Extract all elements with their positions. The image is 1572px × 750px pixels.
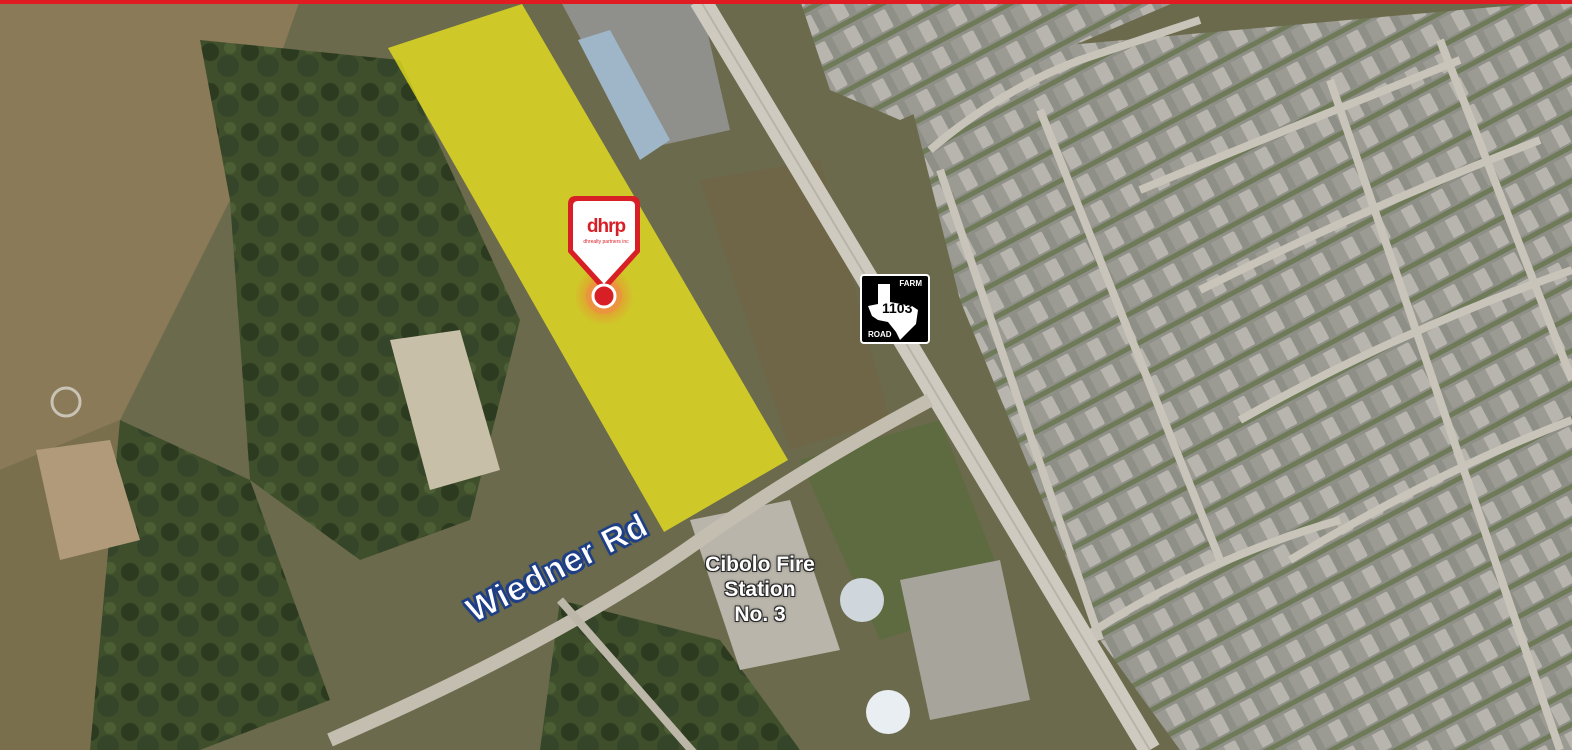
place-label-line: Cibolo Fire: [705, 553, 815, 576]
shield-number: 1103: [882, 300, 913, 316]
shield-bottom-text: ROAD: [868, 330, 892, 339]
marker-subtext: dhrealty partners inc: [583, 239, 629, 245]
place-label-line: Station: [724, 578, 796, 601]
location-pin-marker[interactable]: dhrp dhrealty partners inc: [566, 192, 644, 322]
marker-logo-text: dhrp: [586, 216, 626, 237]
top-red-bar: [0, 0, 1572, 4]
farm-road-shield: FARM 1103 ROAD: [860, 274, 930, 344]
place-label-line: No. 3: [734, 603, 786, 626]
texas-shape-icon: [868, 284, 918, 340]
pin-icon: [568, 196, 640, 314]
shield-top-text: FARM: [899, 279, 922, 288]
place-label-fire-station: Cibolo Fire Station No. 3: [694, 552, 826, 627]
